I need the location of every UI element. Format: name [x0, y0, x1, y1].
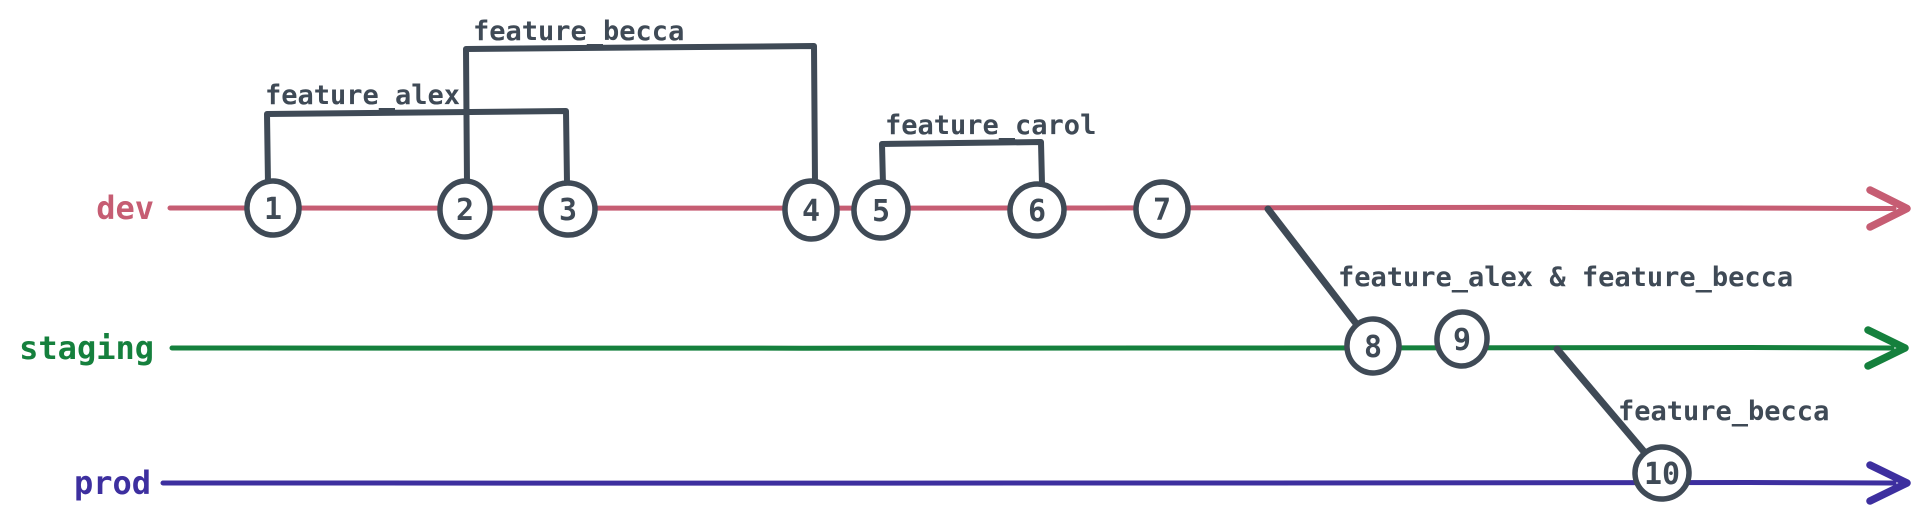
- staging-arrowhead-icon: [1864, 326, 1909, 370]
- commit-node: 7: [1133, 179, 1191, 239]
- commit-circle: [244, 178, 302, 238]
- commit-circle: [782, 178, 840, 242]
- commit-circle: [437, 178, 493, 240]
- commit-number: 9: [1453, 323, 1471, 358]
- commit-number: 1: [264, 192, 282, 227]
- commit-circle: [1133, 179, 1191, 239]
- commit-node: 2: [437, 178, 493, 240]
- commit-number: 4: [802, 194, 820, 229]
- commit-circle: [1344, 316, 1402, 376]
- commit-node: 9: [1434, 309, 1490, 369]
- commit-circle: [851, 179, 911, 241]
- staging-branch-line: [169, 344, 1895, 351]
- commit-node: 3: [538, 180, 598, 238]
- commit-number: 5: [872, 194, 890, 229]
- commit-number: 2: [456, 193, 474, 228]
- commit-number: 8: [1364, 330, 1382, 365]
- feature-becca-bracket: [463, 43, 818, 187]
- commit-node: 8: [1344, 316, 1402, 376]
- dev-arrowhead-icon: [1866, 186, 1911, 231]
- commit-circle: [1007, 181, 1067, 239]
- commit-number: 7: [1153, 193, 1171, 228]
- merge-label-staging: feature_alex & feature_becca: [1338, 262, 1793, 293]
- commit-node: 4: [782, 178, 840, 242]
- commit-number: 6: [1028, 194, 1046, 229]
- commit-number: 10: [1644, 457, 1680, 492]
- branch-label-staging: staging: [19, 329, 154, 367]
- commit-node: 6: [1007, 181, 1067, 239]
- prod-branch-line: [160, 479, 1897, 486]
- commit-circle: [1434, 309, 1490, 369]
- merge-edge-staging-to-prod: [1553, 345, 1650, 458]
- prod-arrowhead-icon: [1866, 461, 1911, 505]
- commit-node: 1: [244, 178, 302, 238]
- branch-label-prod: prod: [74, 464, 151, 502]
- commit-node: 10: [1632, 444, 1692, 502]
- feature-becca-label: feature_becca: [473, 16, 684, 47]
- commit-circle: [1632, 444, 1692, 502]
- branch-label-dev: dev: [96, 189, 154, 227]
- feature-carol-bracket: [879, 139, 1045, 188]
- feature-carol-label: feature_carol: [885, 110, 1096, 141]
- commit-number: 3: [559, 193, 577, 228]
- commit-circle: [538, 180, 598, 238]
- feature-alex-label: feature_alex: [265, 80, 460, 111]
- feature-alex-bracket: [264, 108, 570, 187]
- merge-edge-dev-to-staging: [1264, 205, 1362, 330]
- merge-label-prod: feature_becca: [1618, 396, 1829, 427]
- commit-node: 5: [851, 179, 911, 241]
